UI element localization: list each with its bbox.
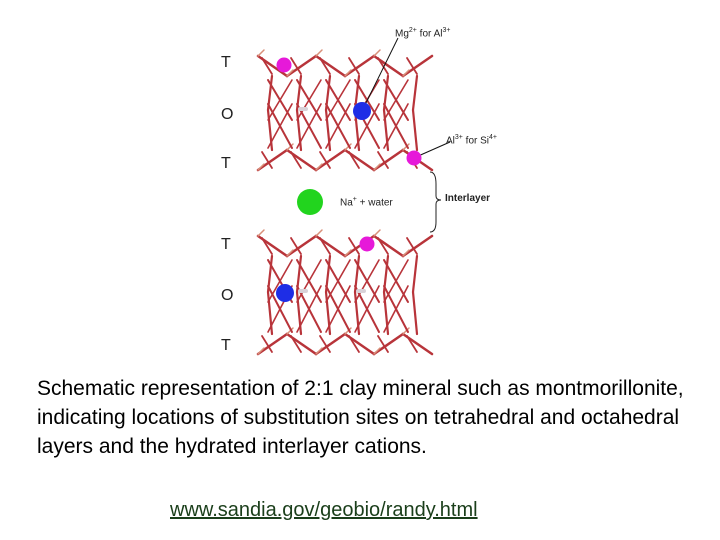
substitution-site-tetrahedral <box>277 58 292 73</box>
al-pointer-line <box>416 142 450 157</box>
na-water-label: Na+ + water <box>340 196 393 208</box>
lattice-bond <box>413 292 417 334</box>
hydroxyl-group <box>298 289 308 293</box>
hydroxyl-group <box>356 289 366 293</box>
lattice-bond <box>413 256 417 292</box>
mg-pointer-line <box>362 38 398 111</box>
clay-structure-diagram <box>0 0 720 372</box>
source-link[interactable]: www.sandia.gov/geobio/randy.html <box>170 499 478 522</box>
lattice-bond <box>316 50 322 56</box>
al-substitution-label: Al3+ for Si4+ <box>446 134 497 146</box>
lattice-bond <box>258 230 264 236</box>
interlayer-brace <box>430 172 441 232</box>
lattice-bond <box>374 230 380 236</box>
lattice-bond <box>374 50 380 56</box>
hydroxyl-group <box>298 107 308 111</box>
lattice-bond <box>258 50 264 56</box>
na-cation <box>297 189 323 215</box>
substitution-site-tetrahedral <box>360 237 375 252</box>
figure-caption: Schematic representation of 2:1 clay min… <box>37 374 697 461</box>
lattice-bond <box>316 230 322 236</box>
mg-substitution-site <box>353 102 371 120</box>
mg-substitution-label: Mg2+ for Al3+ <box>395 27 450 39</box>
lattice-bond <box>413 110 417 150</box>
octahedral-substitution-site <box>276 284 294 302</box>
lattice-bond <box>413 76 417 110</box>
interlayer-label: Interlayer <box>445 193 490 204</box>
al-substitution-site <box>407 151 422 166</box>
